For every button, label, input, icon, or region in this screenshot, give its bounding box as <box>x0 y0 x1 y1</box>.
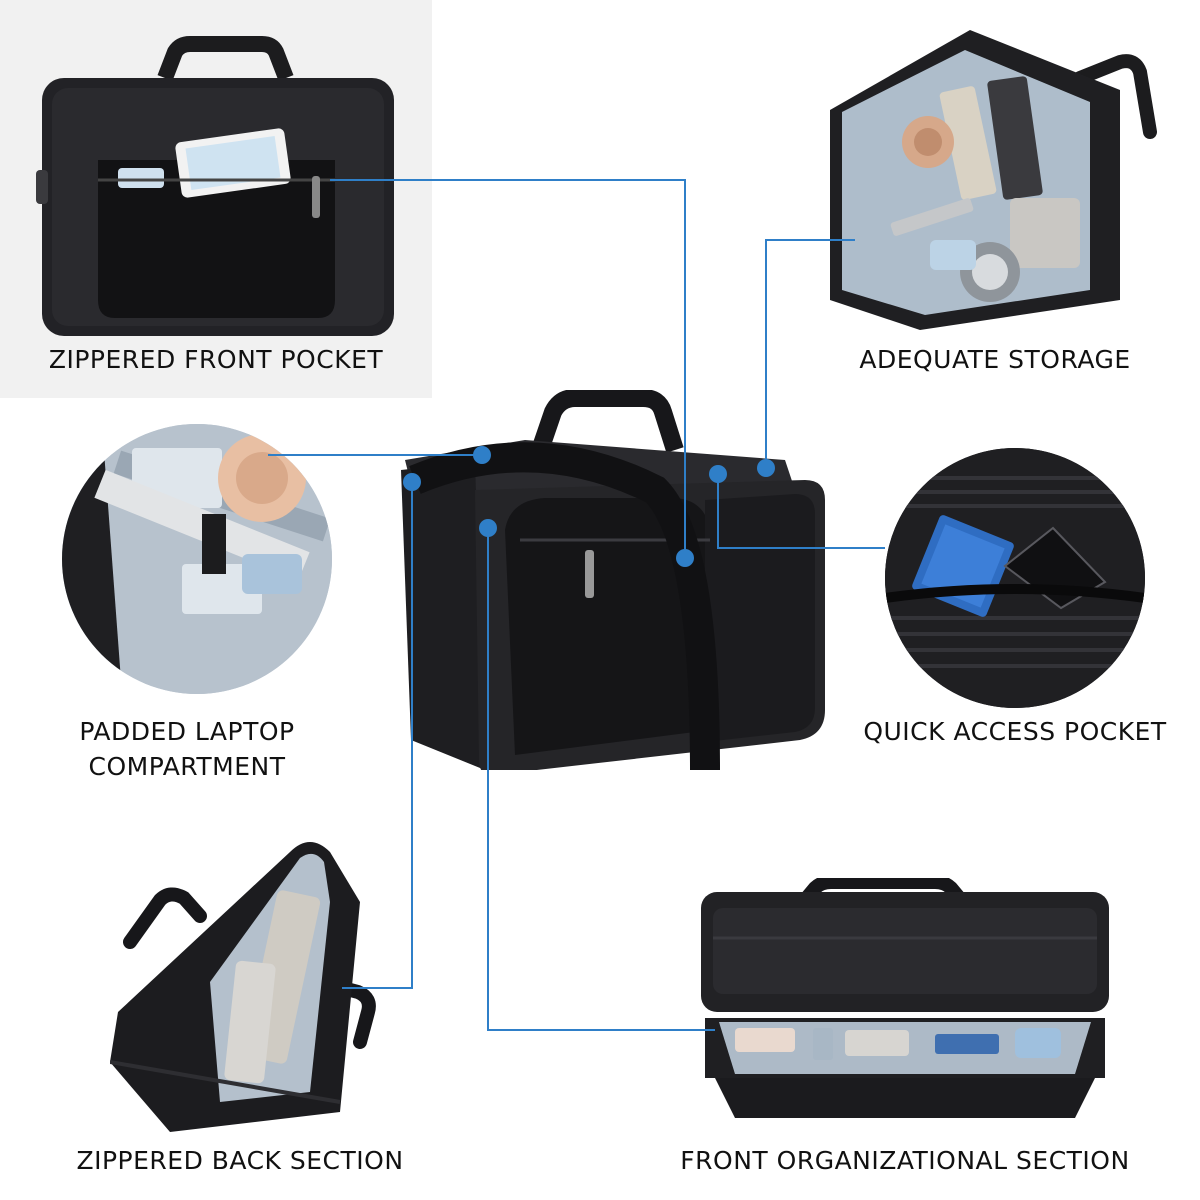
padded-laptop-circle <box>62 424 332 694</box>
front-pocket-bag-image <box>36 36 394 336</box>
back-section-label: ZIPPERED BACK SECTION <box>76 1146 404 1175</box>
padded-laptop-label-line1: PADDED LAPTOP <box>79 717 295 746</box>
hotspot-adequate-storage[interactable] <box>757 459 775 477</box>
front-org-label: FRONT ORGANIZATIONAL SECTION <box>680 1146 1130 1175</box>
quick-access-circle <box>885 448 1145 708</box>
hotspot-quick-access[interactable] <box>709 465 727 483</box>
front-org-bag-image <box>701 878 1109 1118</box>
hotspot-back-section[interactable] <box>403 473 421 491</box>
padded-laptop-label-line2: COMPARTMENT <box>88 752 286 781</box>
quick-access-label: QUICK ACCESS POCKET <box>863 717 1167 746</box>
hotspot-front-org[interactable] <box>479 519 497 537</box>
adequate-storage-label: ADEQUATE STORAGE <box>859 345 1131 374</box>
front-pocket-label: ZIPPERED FRONT POCKET <box>48 345 384 374</box>
quick-access-image <box>885 448 1145 708</box>
adequate-storage-bag-image <box>830 30 1157 330</box>
hotspot-front-pocket[interactable] <box>676 549 694 567</box>
center-bag-image <box>401 390 825 770</box>
padded-laptop-image <box>62 424 332 694</box>
back-section-bag-image <box>110 842 376 1132</box>
hotspot-padded-laptop[interactable] <box>473 446 491 464</box>
front-pocket-panel: ZIPPERED FRONT POCKET <box>0 0 432 398</box>
adequate-storage-panel: ADEQUATE STORAGE <box>790 0 1200 398</box>
